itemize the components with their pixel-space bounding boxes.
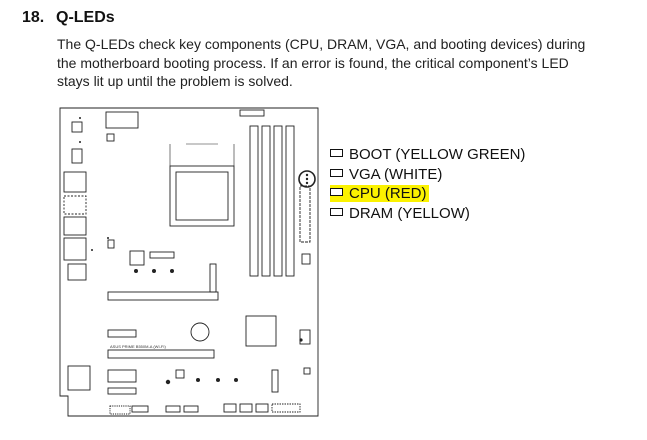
q-led-legend-item-boot: BOOT (YELLOW GREEN): [330, 145, 525, 165]
dimm-slot: [273, 125, 283, 277]
cpu-socket: [169, 165, 235, 227]
m2-slot: [271, 369, 279, 393]
rear-io-port: [63, 195, 87, 215]
led-rect-icon: [330, 188, 343, 196]
bottom-header: [239, 403, 253, 413]
q-led-legend-item-vga: VGA (WHITE): [330, 165, 525, 185]
rear-io-port: [67, 365, 91, 391]
pcie-x16-slot: [107, 349, 215, 359]
bottom-header: [271, 403, 301, 413]
rear-io-port: [71, 121, 83, 133]
description-line: The Q-LEDs check key components (CPU, DR…: [57, 36, 586, 52]
pcie-x16-slot: [107, 291, 219, 301]
led-rect-icon: [330, 149, 343, 157]
bottom-header: [109, 405, 131, 415]
dimm-slot: [249, 125, 259, 277]
board-outline: [59, 107, 319, 417]
led-rect-icon: [330, 168, 343, 177]
rear-io-port: [63, 171, 87, 193]
legend-label: CPU (RED): [349, 185, 427, 202]
rear-io-port: [63, 237, 87, 261]
bottom-header: [165, 405, 181, 413]
rear-io-port: [71, 148, 83, 164]
q-led-legend: BOOT (YELLOW GREEN) VGA (WHITE) CPU (RED…: [330, 145, 525, 223]
cmos-battery: [190, 322, 210, 342]
section-number: 18.: [22, 9, 45, 26]
legend-label: DRAM (YELLOW): [349, 204, 470, 222]
q-led-highlight-circle: [298, 170, 316, 188]
description-line: stays lit up until the problem is solved…: [57, 73, 293, 89]
chipset: [245, 315, 277, 347]
legend-highlight: CPU (RED): [330, 185, 429, 202]
m2-slot: [149, 251, 175, 259]
m2-slot: [209, 263, 217, 293]
q-led-legend-item-dram: DRAM (YELLOW): [330, 204, 525, 224]
atx-power-connector: [299, 185, 311, 243]
rear-io-port: [63, 216, 87, 236]
section-description: The Q-LEDs check key components (CPU, DR…: [57, 35, 627, 91]
description-line: the motherboard booting process. If an e…: [57, 54, 569, 71]
fan-header: [239, 109, 265, 117]
pcie-x1-slot: [107, 329, 137, 338]
section-heading: 18. Q-LEDs: [22, 9, 115, 27]
bottom-header: [183, 405, 199, 413]
motherboard-diagram: ASUS PRIME B550M-A (WI-FI): [59, 107, 319, 417]
dimm-slot: [285, 125, 295, 277]
bottom-header: [255, 403, 269, 413]
board-model-text: ASUS PRIME B550M-A (WI-FI): [110, 344, 166, 349]
legend-label: BOOT (YELLOW GREEN): [349, 146, 526, 163]
rear-io-port: [67, 263, 87, 281]
bottom-header: [131, 405, 149, 413]
dimm-slot: [261, 125, 271, 277]
led-rect-icon: [330, 207, 343, 216]
bottom-header: [223, 403, 237, 413]
section-title: Q-LEDs: [56, 9, 115, 26]
q-led-legend-item-cpu: CPU (RED): [330, 184, 525, 204]
cpu-power-connector: [105, 111, 139, 129]
legend-label: VGA (WHITE): [349, 165, 443, 183]
